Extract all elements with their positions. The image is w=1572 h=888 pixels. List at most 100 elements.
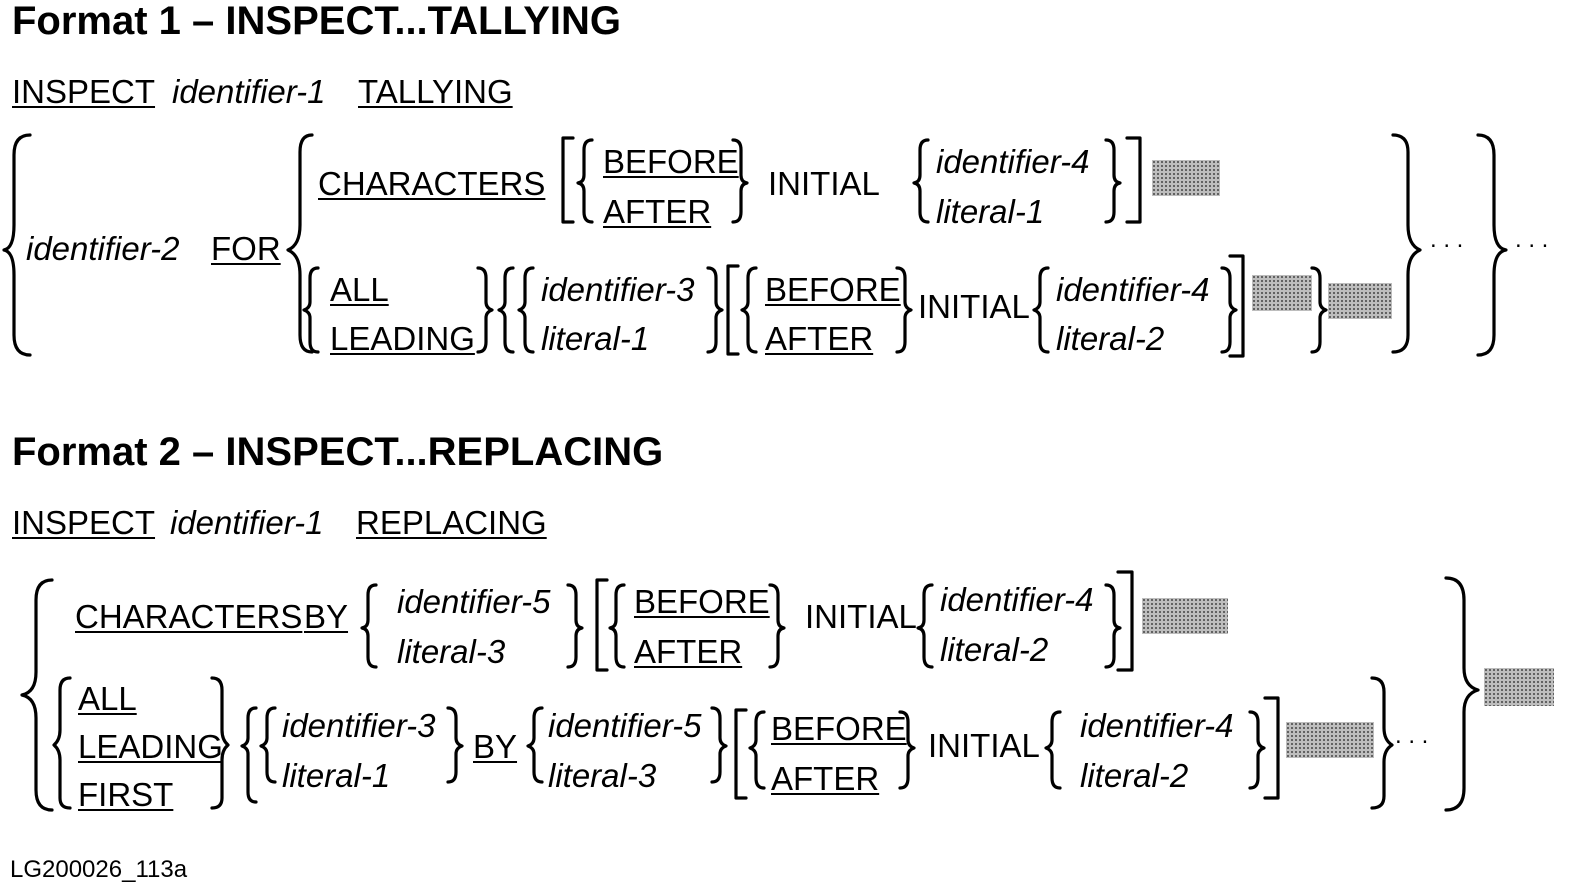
- ellipsis: . . .: [1395, 722, 1429, 749]
- identifier-label: identifier-3: [541, 271, 695, 308]
- brace-close: [566, 583, 584, 669]
- identifier-label: identifier-4: [940, 581, 1094, 618]
- brace-close: [706, 266, 724, 354]
- shaded-placeholder: [1252, 275, 1312, 311]
- keyword-characters: CHARACTERS: [75, 598, 303, 635]
- brace-open: [52, 676, 72, 810]
- brace-open: [286, 133, 314, 354]
- brace-open: [1032, 266, 1050, 354]
- brace-close: [1220, 266, 1238, 354]
- bracket-close: [1125, 136, 1142, 224]
- figure-code: LG200026_113a: [10, 856, 188, 883]
- brace-close: [210, 676, 230, 810]
- keyword-leading: LEADING: [78, 728, 223, 765]
- brace-close: [1248, 710, 1266, 790]
- keyword-all: ALL: [330, 271, 389, 308]
- brace-close: [1476, 133, 1508, 357]
- keyword-inspect: INSPECT: [12, 73, 156, 110]
- brace-open: [302, 266, 320, 354]
- keyword-after: AFTER: [634, 633, 743, 670]
- brace-close: [898, 710, 916, 790]
- keyword-by: BY: [304, 598, 349, 635]
- identifier-label: identifier-4: [1080, 707, 1234, 744]
- format1-heading: Format 1 – INSPECT...TALLYING: [12, 0, 622, 43]
- keyword-tallying: TALLYING: [358, 73, 513, 110]
- brace-close: [1104, 583, 1122, 669]
- brace-open: [240, 706, 258, 804]
- bracket-open: [595, 578, 609, 672]
- identifier-label: identifier-4: [936, 143, 1090, 180]
- bracket-close: [1116, 570, 1134, 672]
- brace-open: [576, 138, 594, 224]
- keyword-initial: INITIAL: [805, 598, 917, 635]
- brace-open: [259, 706, 277, 784]
- literal-label: literal-2: [1080, 757, 1189, 794]
- identifier-label: identifier-1: [170, 504, 324, 541]
- brace-open: [608, 583, 626, 669]
- brace-close: [1370, 676, 1394, 810]
- keyword-after: AFTER: [765, 320, 874, 357]
- shaded-placeholder: [1142, 598, 1228, 634]
- keyword-replacing: REPLACING: [356, 504, 547, 541]
- keyword-after: AFTER: [603, 193, 712, 230]
- identifier-label: identifier-5: [397, 583, 551, 620]
- brace-open: [748, 710, 766, 790]
- keyword-for: FOR: [211, 230, 281, 267]
- brace-open: [517, 266, 535, 354]
- brace-open: [740, 266, 758, 354]
- bracket-close: [1228, 254, 1245, 358]
- keyword-before: BEFORE: [634, 583, 770, 620]
- brace-close: [710, 706, 728, 784]
- brace-close: [1444, 576, 1480, 812]
- brace-open: [497, 266, 515, 354]
- identifier-label: identifier-4: [1056, 271, 1210, 308]
- literal-label: literal-1: [541, 320, 650, 357]
- bracket-open: [734, 708, 748, 800]
- brace-close: [731, 138, 749, 224]
- ellipsis: . . .: [1515, 226, 1549, 253]
- literal-label: literal-3: [397, 633, 506, 670]
- literal-label: literal-2: [940, 631, 1049, 668]
- brace-open: [1044, 710, 1062, 790]
- identifier-label: identifier-5: [548, 707, 702, 744]
- identifier-label: identifier-1: [172, 73, 326, 110]
- keyword-by: BY: [473, 728, 518, 765]
- literal-label: literal-2: [1056, 320, 1165, 357]
- keyword-characters: CHARACTERS: [318, 165, 546, 202]
- identifier-label: identifier-2: [26, 230, 180, 267]
- shaded-placeholder: [1328, 283, 1392, 319]
- literal-label: literal-1: [936, 193, 1045, 230]
- brace-open: [360, 583, 378, 669]
- keyword-initial: INITIAL: [928, 727, 1040, 764]
- format2-heading: Format 2 – INSPECT...REPLACING: [12, 430, 664, 474]
- keyword-first: FIRST: [78, 776, 174, 813]
- keyword-initial: INITIAL: [768, 165, 880, 202]
- brace-close: [895, 266, 913, 354]
- shaded-placeholder: [1286, 722, 1374, 758]
- literal-label: literal-3: [548, 757, 657, 794]
- keyword-before: BEFORE: [765, 271, 901, 308]
- keyword-before: BEFORE: [771, 710, 907, 747]
- keyword-all: ALL: [78, 680, 137, 717]
- brace-close: [446, 706, 464, 784]
- brace-close: [1104, 138, 1122, 224]
- keyword-initial: INITIAL: [918, 288, 1030, 325]
- shaded-placeholder: [1484, 668, 1554, 706]
- keyword-leading: LEADING: [330, 320, 475, 357]
- brace-open: [20, 578, 54, 812]
- bracket-open: [561, 136, 575, 224]
- brace-close: [1310, 266, 1328, 354]
- bracket-open: [726, 264, 740, 356]
- brace-open: [916, 583, 934, 669]
- keyword-before: BEFORE: [603, 143, 739, 180]
- brace-close: [476, 266, 494, 354]
- brace-open: [912, 138, 930, 224]
- brace-close: [768, 583, 786, 669]
- literal-label: literal-1: [282, 757, 391, 794]
- shaded-placeholder: [1152, 160, 1220, 196]
- brace-open: [526, 706, 544, 784]
- keyword-after: AFTER: [771, 760, 880, 797]
- brace-open: [2, 133, 32, 357]
- bracket-close: [1263, 696, 1280, 800]
